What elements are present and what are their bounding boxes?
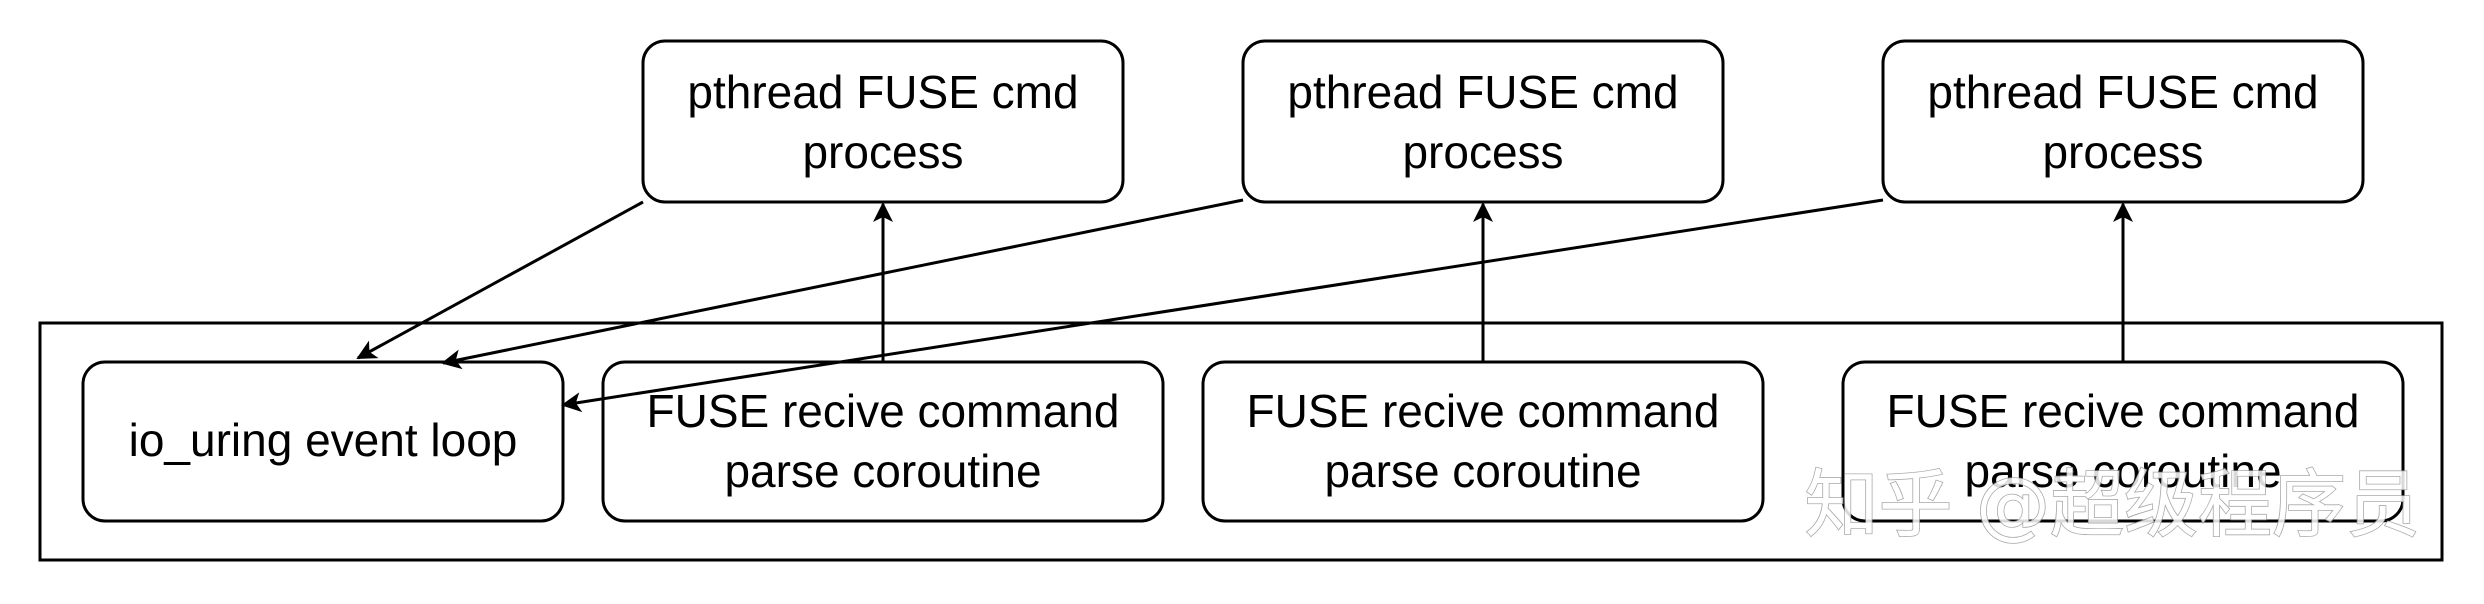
coroutine-node-2-line2: parse coroutine [1324,445,1641,497]
event-loop-label: io_uring event loop [129,414,518,466]
arrow-pthread-1-to-event-loop [356,200,644,360]
coroutine-node-3-line2: parse coroutine [1964,445,2281,497]
process-container [38,321,2444,562]
coroutine-node-1-line1: FUSE recive command [647,385,1120,437]
coroutine-node-3: FUSE recive command parse coroutine [1841,360,2405,523]
pthread-node-2: pthread FUSE cmd process [1241,39,1725,204]
pthread-node-3: pthread FUSE cmd process [1881,39,2365,204]
watermark-text: 知乎 @超级程序员 [1804,462,2420,548]
pthread-node-3-line1: pthread FUSE cmd [1927,66,2318,118]
pthread-node-1-line2: process [802,126,963,178]
pthread-node-2-line2: process [1402,126,1563,178]
coroutine-node-3-line1: FUSE recive command [1887,385,2360,437]
event-loop-node: io_uring event loop [81,360,565,523]
pthread-node-1-line1: pthread FUSE cmd [687,66,1078,118]
coroutine-node-2: FUSE recive command parse coroutine [1201,360,1765,523]
arrow-pthread-2-to-event-loop [441,198,1244,370]
coroutine-node-1: FUSE recive command parse coroutine [601,360,1165,523]
coroutine-node-1-line2: parse coroutine [724,445,1041,497]
pthread-node-3-line2: process [2042,126,2203,178]
arrow-pthread-3-to-event-loop [561,198,1884,413]
coroutine-node-2-line1: FUSE recive command [1247,385,1720,437]
pthread-node-2-line1: pthread FUSE cmd [1287,66,1678,118]
pthread-node-1: pthread FUSE cmd process [641,39,1125,204]
